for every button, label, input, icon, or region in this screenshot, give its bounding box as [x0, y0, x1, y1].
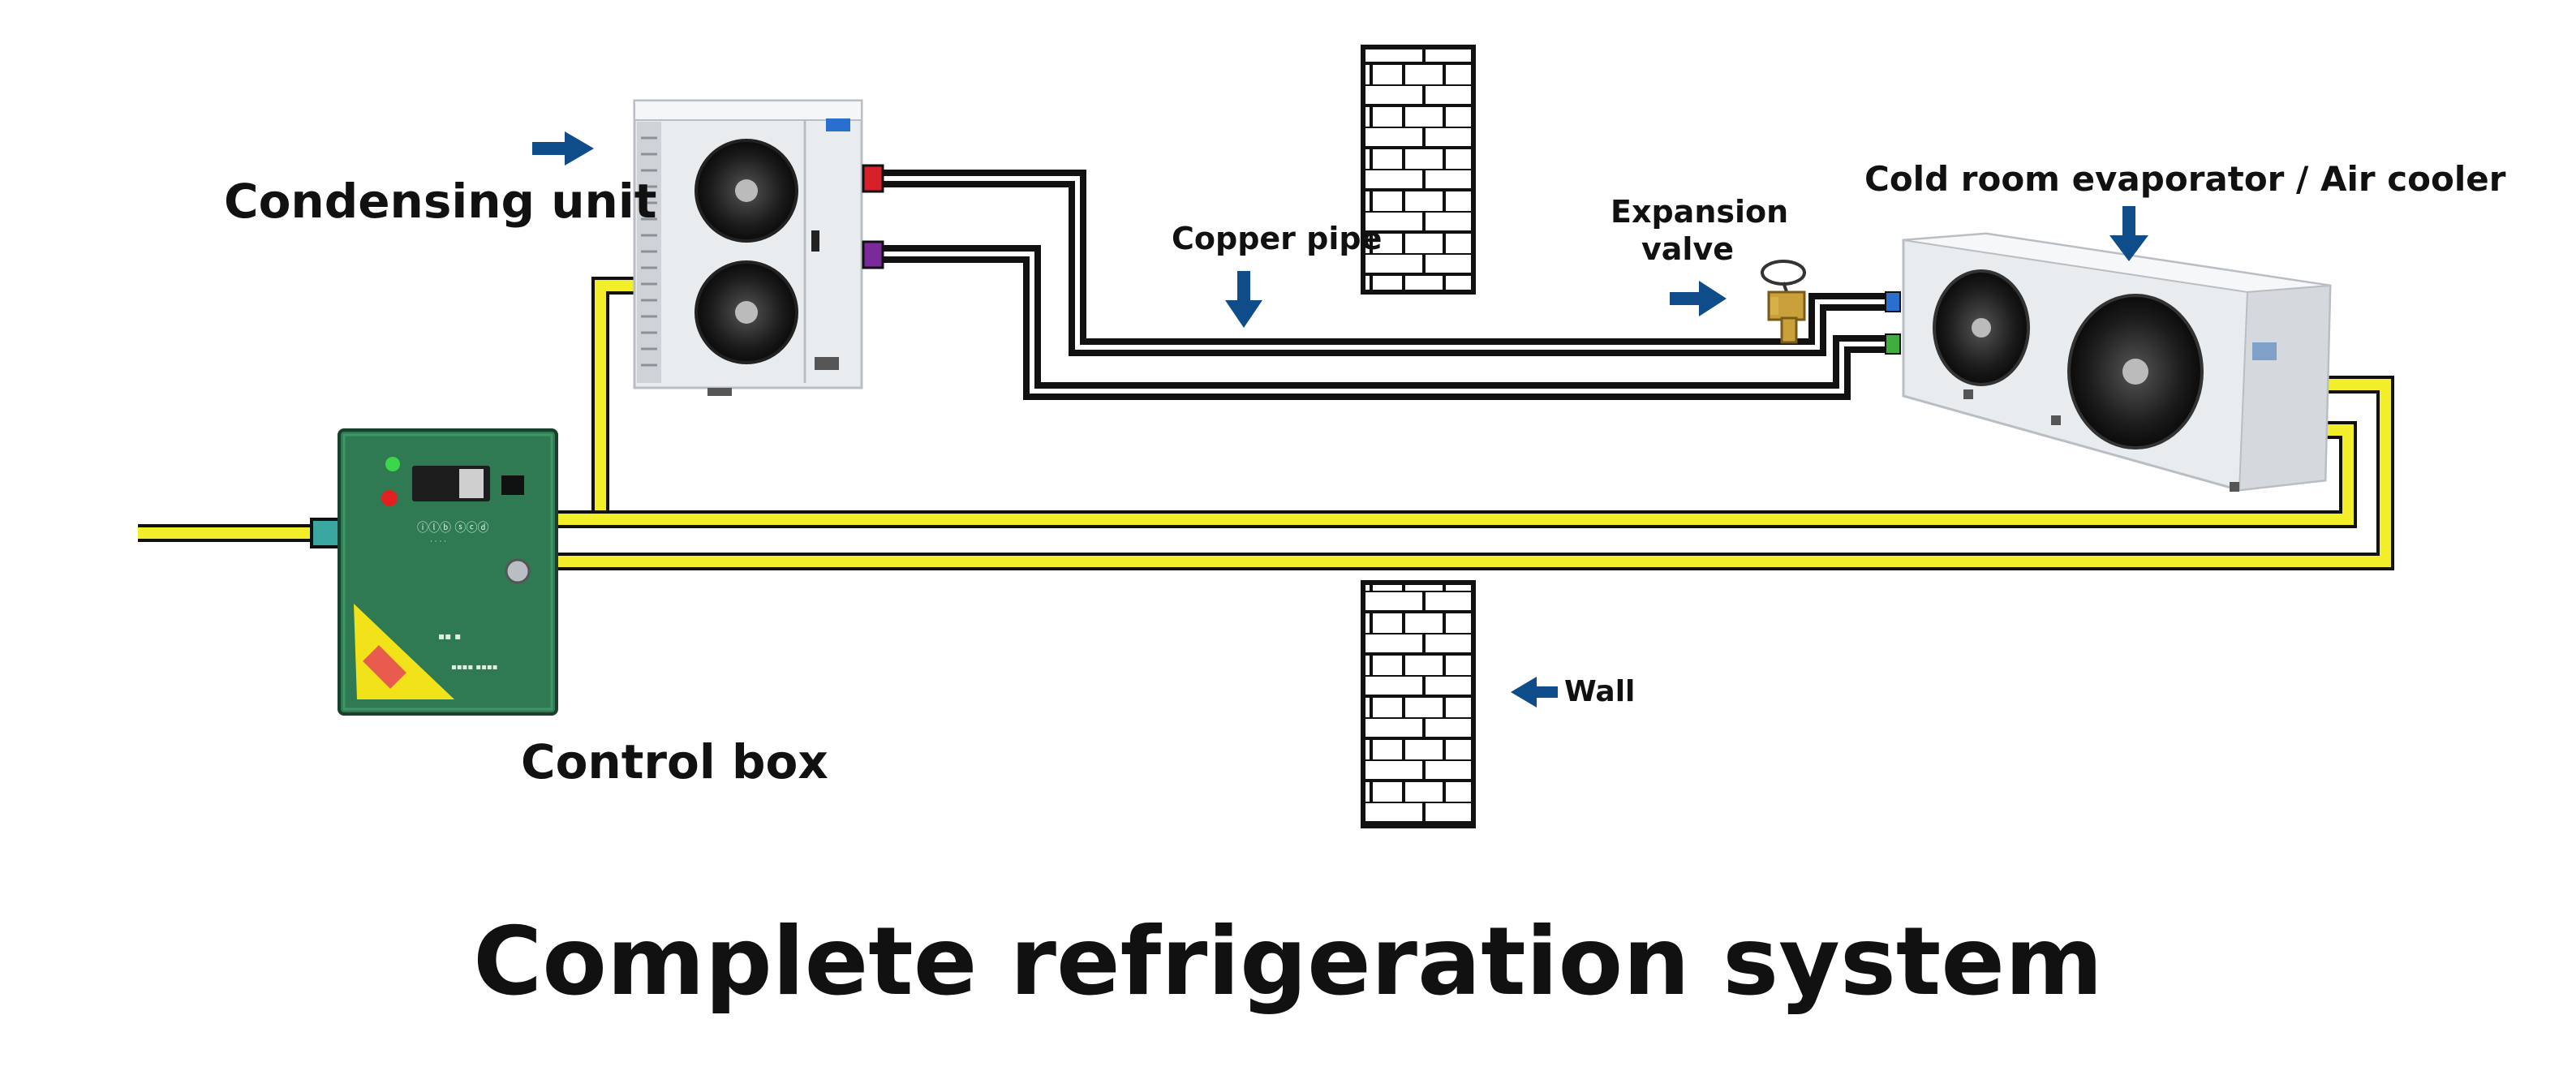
cable-connector [310, 518, 341, 548]
control-box [338, 428, 558, 716]
copper-pipe-label: Copper pipe [1172, 221, 1383, 256]
expansion-valve-label: Expansion valve [1611, 193, 1789, 268]
wall-label: Wall [1564, 675, 1636, 708]
arrow-icon [532, 131, 594, 166]
expansion-valve-label-line2: valve [1641, 231, 1734, 267]
condensing-unit [633, 99, 884, 396]
control-box-text: ▪▪ ▪ [438, 630, 461, 642]
expansion-valve [1761, 260, 1901, 355]
condensing-unit-label: Condensing unit [224, 174, 657, 229]
wall-bottom [1361, 580, 1476, 828]
control-box-label: Control box [521, 734, 828, 789]
arrow-icon [1225, 271, 1262, 328]
control-box-text: ⓘⓛⓑ ⓢⓒⓓ [417, 522, 488, 535]
evaporator-unit [1902, 232, 2332, 492]
arrow-icon [1511, 677, 1558, 708]
expansion-valve-label-line1: Expansion [1611, 194, 1789, 230]
power-cable-main [138, 277, 2394, 570]
page-title: Complete refrigeration system [473, 907, 2103, 1017]
evaporator-label: Cold room evaporator / Air cooler [1864, 159, 2506, 199]
wall-top [1361, 45, 1476, 295]
control-box-text: · · · · [430, 538, 446, 546]
arrow-icon [1670, 281, 1727, 316]
arrow-icon [2109, 206, 2148, 261]
control-box-text: ▪▪▪▪ ▪▪▪▪ [451, 663, 497, 672]
copper-pipes [881, 170, 1899, 400]
